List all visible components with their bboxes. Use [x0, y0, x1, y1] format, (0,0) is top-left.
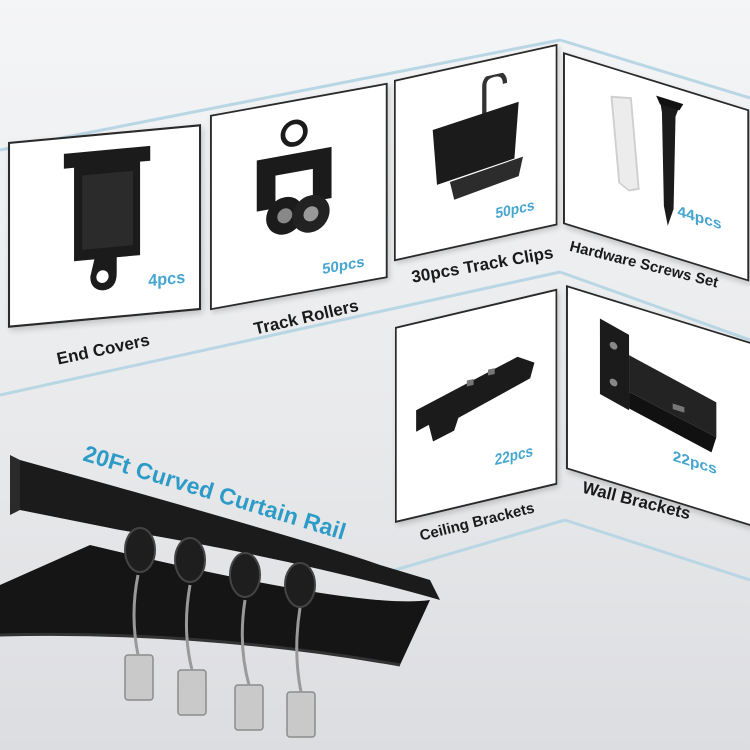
track-clip-icon: [432, 71, 523, 200]
ceiling-bracket-icon: [416, 356, 535, 442]
card-hardware-screws: 44pcs: [563, 52, 750, 282]
curtain-rail-illustration: [0, 455, 440, 738]
screw-anchor-icon: [610, 95, 684, 226]
card-wall-brackets: 22pcs: [566, 285, 750, 527]
card-ceiling-brackets: 22pcs: [395, 288, 558, 523]
card-track-rollers: 50pcs: [210, 82, 388, 311]
qty-end-covers: 4pcs: [148, 268, 186, 291]
track-roller-icon: [256, 119, 332, 235]
end-cover-icon: [63, 145, 151, 291]
card-track-clips: 50pcs: [394, 43, 558, 262]
card-end-covers: 4pcs: [8, 124, 202, 328]
wall-bracket-icon: [599, 318, 717, 453]
